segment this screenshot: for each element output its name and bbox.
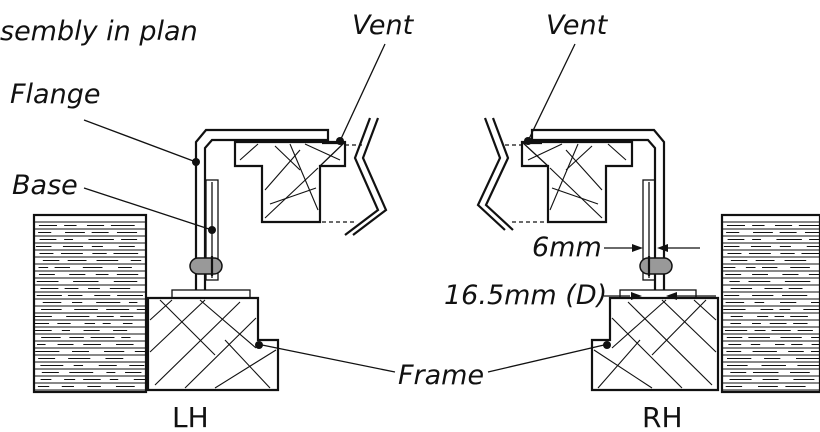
lh-brick-wall <box>32 213 148 394</box>
rh-assembly <box>476 43 820 394</box>
lh-leaders <box>83 43 386 234</box>
frame-label: Frame <box>398 360 484 391</box>
rh-brick-wall <box>720 213 820 394</box>
lh-packer <box>171 289 251 299</box>
dim-16-5mm-arrows <box>604 292 716 300</box>
dim-6mm-label: 6mm <box>532 232 602 263</box>
rh-label: RH <box>642 401 683 432</box>
lh-assembly <box>32 43 396 394</box>
rh-fixing-bracket <box>639 257 673 275</box>
vent-label-right: Vent <box>546 10 609 41</box>
lh-sash-profile <box>344 117 388 236</box>
lh-label: LH <box>172 401 209 432</box>
rh-frame <box>590 296 720 392</box>
vent-label-left: Vent <box>352 10 415 41</box>
rh-vent-timber <box>520 140 634 224</box>
rh-sash-profile <box>476 117 514 231</box>
rh-flange <box>530 128 666 290</box>
lh-vent-timber <box>233 140 347 224</box>
dim-16-5mm-label: 16.5mm (D) <box>444 280 607 311</box>
lh-flange <box>194 128 330 290</box>
flange-label: Flange <box>10 79 100 110</box>
rh-packer <box>619 289 697 299</box>
lh-fixing-bracket <box>189 257 223 275</box>
title-fragment-label: sembly in plan <box>0 16 198 47</box>
lh-frame <box>146 296 280 392</box>
dim-6mm-arrows <box>604 244 700 252</box>
base-label: Base <box>12 170 78 201</box>
